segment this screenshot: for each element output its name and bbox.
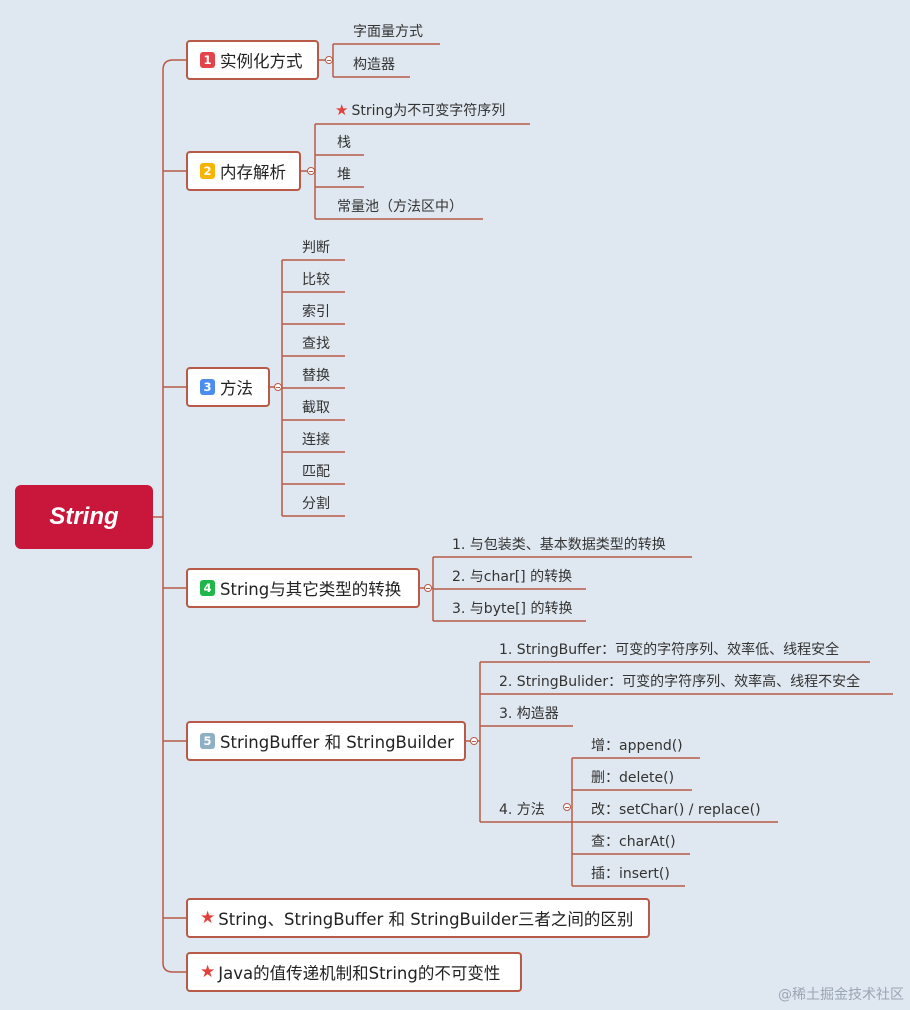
branch-value-passing[interactable]: ★ Java的值传递机制和String的不可变性 <box>186 952 522 992</box>
watermark: @稀土掘金技术社区 <box>778 987 904 1003</box>
branch-label: String与其它类型的转换 <box>220 580 402 599</box>
leaf-immutable-label: String为不可变字符序列 <box>351 103 506 119</box>
branch-memory[interactable]: 2 内存解析 <box>186 151 301 191</box>
root-node[interactable]: String <box>15 485 153 549</box>
badge-4: 4 <box>200 580 215 596</box>
leaf-method[interactable]: 判断 <box>302 240 330 256</box>
branch-stringbuffer[interactable]: 5 StringBuffer 和 StringBuilder <box>186 721 466 761</box>
collapse-toggle-icon[interactable] <box>470 737 478 745</box>
star-icon: ★ <box>200 961 216 982</box>
branch-conversion[interactable]: 4 String与其它类型的转换 <box>186 568 420 608</box>
branch-label: 方法 <box>220 379 253 398</box>
star-icon: ★ <box>200 907 216 928</box>
leaf-method-delete[interactable]: 删：delete() <box>591 770 675 786</box>
leaf-method[interactable]: 替换 <box>302 368 330 384</box>
leaf-method-add[interactable]: 增：append() <box>591 738 683 754</box>
leaf-literal[interactable]: 字面量方式 <box>353 24 423 40</box>
leaf-method[interactable]: 截取 <box>302 400 330 416</box>
leaf-method[interactable]: 匹配 <box>302 464 330 480</box>
collapse-toggle-icon[interactable] <box>563 803 571 811</box>
branch-label: String、StringBuffer 和 StringBuilder三者之间的… <box>218 910 634 929</box>
leaf-conversion[interactable]: 1. 与包装类、基本数据类型的转换 <box>452 537 666 553</box>
leaf-method[interactable]: 比较 <box>302 272 330 288</box>
leaf-method[interactable]: 查找 <box>302 336 330 352</box>
leaf-constant-pool[interactable]: 常量池（方法区中） <box>337 199 463 215</box>
collapse-toggle-icon[interactable] <box>307 167 315 175</box>
branch-instantiation[interactable]: 1 实例化方式 <box>186 40 319 80</box>
leaf-conversion[interactable]: 3. 与byte[] 的转换 <box>452 601 573 617</box>
leaf-heap[interactable]: 堆 <box>337 167 351 183</box>
root-label: String <box>49 503 119 530</box>
badge-5: 5 <box>200 733 215 749</box>
leaf-method-query[interactable]: 查：charAt() <box>591 834 676 850</box>
branch-label: 内存解析 <box>220 163 286 182</box>
leaf-immutable[interactable]: ★String为不可变字符序列 <box>335 100 505 120</box>
star-icon: ★ <box>335 101 349 119</box>
branch-label: StringBuffer 和 StringBuilder <box>220 733 454 752</box>
collapse-toggle-icon[interactable] <box>424 584 432 592</box>
badge-1: 1 <box>200 52 215 68</box>
leaf-method[interactable]: 索引 <box>302 304 330 320</box>
leaf-method-update[interactable]: 改：setChar() / replace() <box>591 802 761 818</box>
collapse-toggle-icon[interactable] <box>274 383 282 391</box>
leaf-stack[interactable]: 栈 <box>337 135 351 151</box>
badge-3: 3 <box>200 379 215 395</box>
leaf-method[interactable]: 分割 <box>302 496 330 512</box>
leaf-method[interactable]: 连接 <box>302 432 330 448</box>
leaf-constructor[interactable]: 构造器 <box>353 57 395 73</box>
leaf-stringbuilder[interactable]: 2. StringBulider：可变的字符序列、效率高、线程不安全 <box>499 674 861 690</box>
branch-methods[interactable]: 3 方法 <box>186 367 270 407</box>
collapse-toggle-icon[interactable] <box>325 56 333 64</box>
leaf-constructor[interactable]: 3. 构造器 <box>499 706 559 722</box>
branch-differences[interactable]: ★ String、StringBuffer 和 StringBuilder三者之… <box>186 898 650 938</box>
leaf-conversion[interactable]: 2. 与char[] 的转换 <box>452 569 573 585</box>
branch-label: 实例化方式 <box>220 52 303 71</box>
leaf-method-insert[interactable]: 插：insert() <box>591 866 670 882</box>
branch-label: Java的值传递机制和String的不可变性 <box>218 964 501 983</box>
leaf-methods[interactable]: 4. 方法 <box>499 802 545 818</box>
leaf-stringbuffer[interactable]: 1. StringBuffer：可变的字符序列、效率低、线程安全 <box>499 642 840 658</box>
badge-2: 2 <box>200 163 215 179</box>
